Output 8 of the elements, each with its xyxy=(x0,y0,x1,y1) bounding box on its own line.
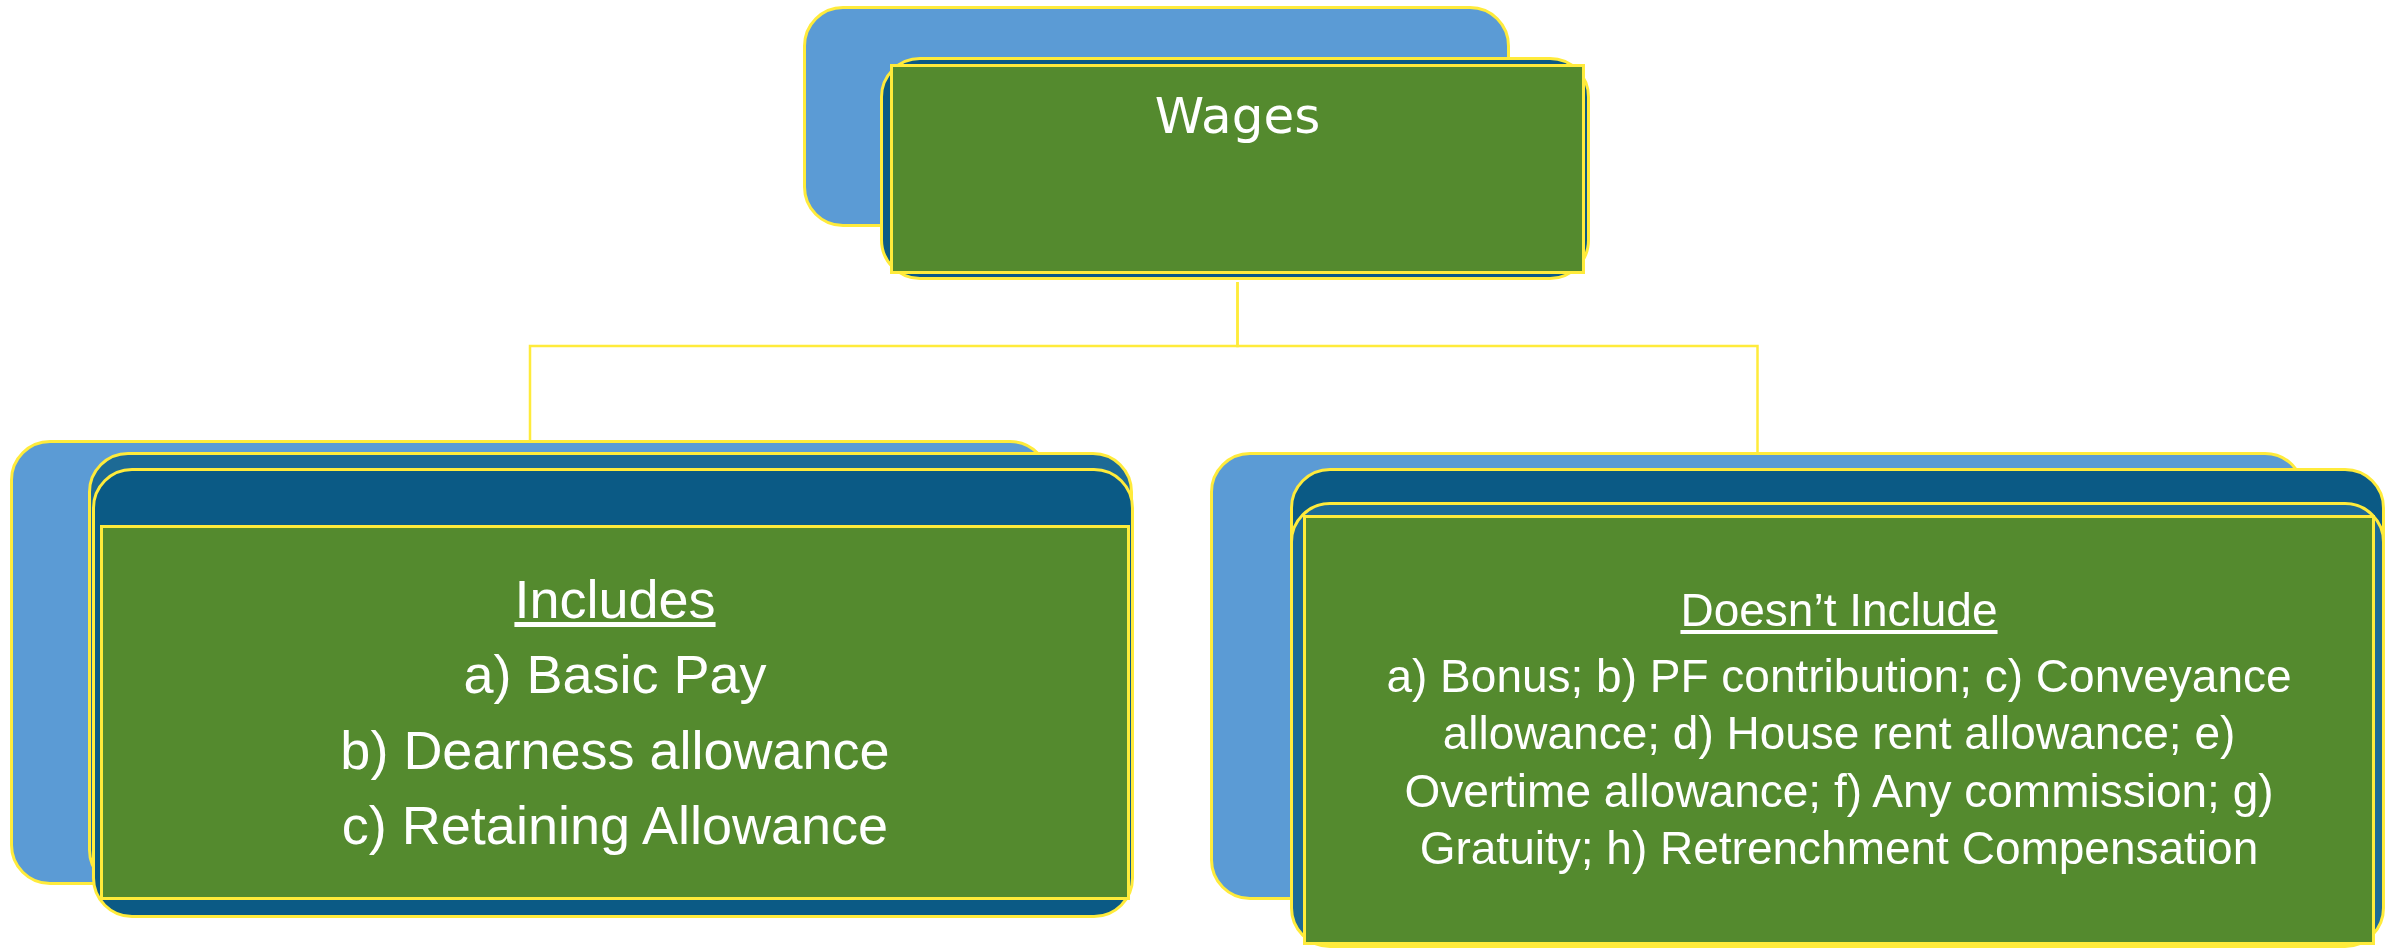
heading-text: Doesn’t Include xyxy=(1680,583,1998,639)
list-text: a) Bonus; b) PF contribution; c) Conveyance allowance; d) House rent allowance; e) Overtime allowance; f) Any commission; g) Gratuity; h) Retrenchment Compensation xyxy=(1385,648,2293,877)
list-text: a) Basic Pay xyxy=(463,643,767,706)
connector-line xyxy=(1236,282,1759,452)
list-text: c) Retaining Allowance xyxy=(341,794,889,857)
title-text: Wages xyxy=(1154,86,1321,147)
list-text: b) Dearness allowance xyxy=(340,718,890,782)
heading-text: Includes xyxy=(514,567,716,631)
